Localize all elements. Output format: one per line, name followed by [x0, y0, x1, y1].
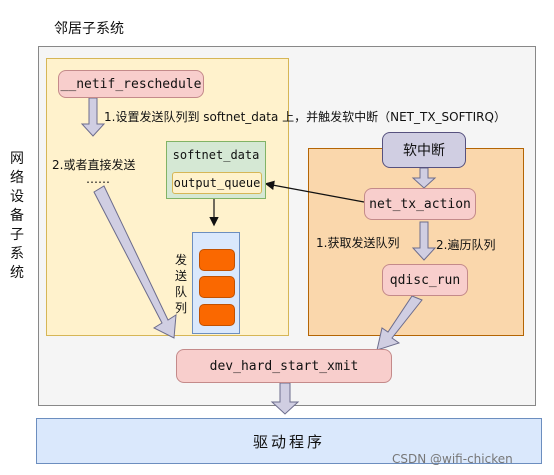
step2-label: 2.或者直接发送: [52, 158, 136, 172]
ellipsis-label: ……: [86, 172, 110, 186]
get-queue-label: 1.获取发送队列: [316, 236, 400, 250]
send-queue-label: 发送队列: [175, 253, 188, 315]
driver-node[interactable]: 驱动程序: [36, 418, 542, 464]
queue-item: [199, 249, 235, 271]
arrow-get-queue: [264, 180, 365, 203]
qdisc-run-node[interactable]: qdisc_run: [382, 264, 468, 296]
neighbor-subsystem-title: 邻居子系统: [54, 21, 124, 37]
arrow-dev-to-driver: [270, 382, 300, 415]
arrow-qdisc-to-dev: [376, 295, 423, 351]
arrow-traverse: [411, 221, 437, 261]
watermark: CSDN @wifi-chicken: [392, 452, 513, 466]
softnet-data-label: softnet_data: [172, 148, 260, 162]
step1-label: 1.设置发送队列到 softnet_data 上，并触发软中断（NET_TX_S…: [104, 110, 506, 124]
net-tx-action-node[interactable]: net_tx_action: [364, 188, 476, 220]
network-subsystem-title: 网络设备子系统: [10, 151, 24, 281]
arrow-softirq-down: [411, 167, 437, 189]
netif-reschedule-node[interactable]: __netif_reschedule: [58, 70, 204, 98]
traverse-queue-label: 2.遍历队列: [436, 238, 496, 252]
softirq-node[interactable]: 软中断: [382, 132, 466, 168]
queue-item: [199, 304, 235, 326]
output-queue-node[interactable]: output_queue: [172, 172, 262, 194]
send-queue-box: [192, 232, 240, 334]
dev-hard-start-xmit-node[interactable]: dev_hard_start_xmit: [176, 349, 392, 383]
queue-item: [199, 276, 235, 298]
arrow-direct-send: [93, 185, 177, 339]
arrow-netif-down: [80, 97, 106, 137]
